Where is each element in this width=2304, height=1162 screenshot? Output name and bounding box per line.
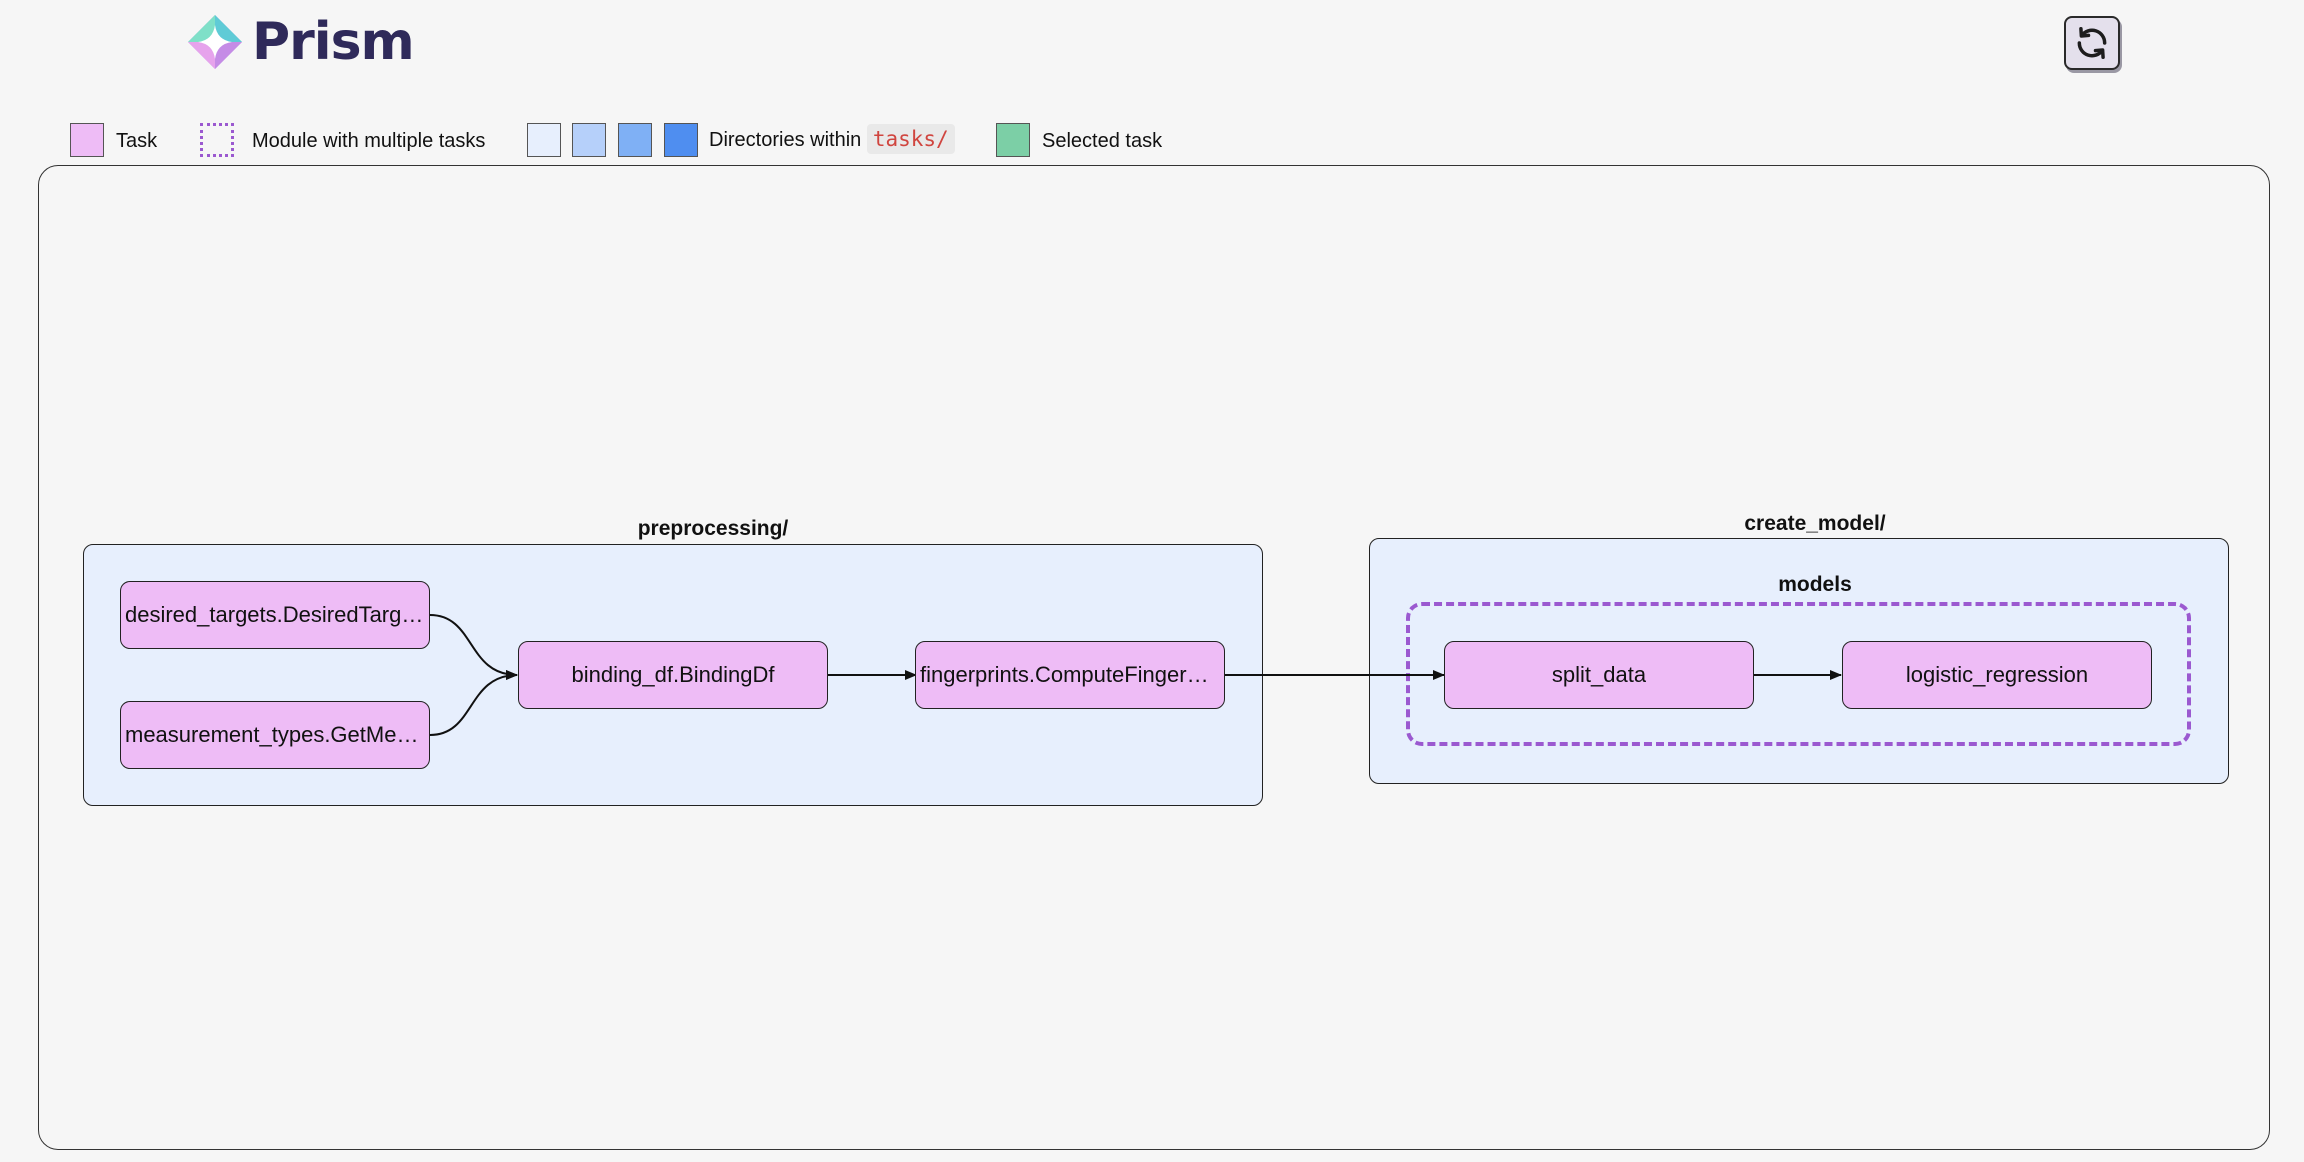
app-name: Prism <box>252 12 415 72</box>
legend: Task Module with multiple tasks Director… <box>0 120 2304 160</box>
dag-canvas[interactable]: preprocessing/ create_model/ models desi… <box>38 165 2270 1150</box>
task-desired-targets[interactable]: desired_targets.DesiredTargets <box>120 581 430 649</box>
prism-diamond-icon <box>188 15 242 69</box>
legend-selected-label: Selected task <box>1042 130 1163 152</box>
dir-label-preprocessing: preprocessing/ <box>637 517 789 540</box>
legend-dir-swatch-3 <box>618 123 652 157</box>
task-measurement-types[interactable]: measurement_types.GetMea… <box>120 701 430 769</box>
legend-dir-swatch-4 <box>664 123 698 157</box>
legend-directories-code: tasks/ <box>866 124 955 154</box>
task-logistic-regression[interactable]: logistic_regression <box>1842 641 2152 709</box>
task-split-data[interactable]: split_data <box>1444 641 1754 709</box>
legend-dir-swatch-1 <box>527 123 561 157</box>
refresh-icon <box>2077 27 2107 59</box>
prism-logo: Prism <box>186 12 415 72</box>
legend-module-swatch <box>200 123 234 157</box>
legend-directories-text: Directories within <box>709 129 862 151</box>
task-fingerprints[interactable]: fingerprints.ComputeFingerp… <box>915 641 1225 709</box>
refresh-button[interactable] <box>2064 16 2120 70</box>
task-binding-df[interactable]: binding_df.BindingDf <box>518 641 828 709</box>
legend-task-label: Task <box>116 130 158 152</box>
legend-selected-swatch <box>996 123 1030 157</box>
legend-task-swatch <box>70 123 104 157</box>
legend-dir-swatch-2 <box>572 123 606 157</box>
dir-label-create-model: create_model/ <box>1744 512 1886 535</box>
legend-directories-label: Directories within tasks/ <box>709 124 955 154</box>
legend-module-label: Module with multiple tasks <box>252 130 486 152</box>
module-label-models: models <box>1778 573 1852 596</box>
